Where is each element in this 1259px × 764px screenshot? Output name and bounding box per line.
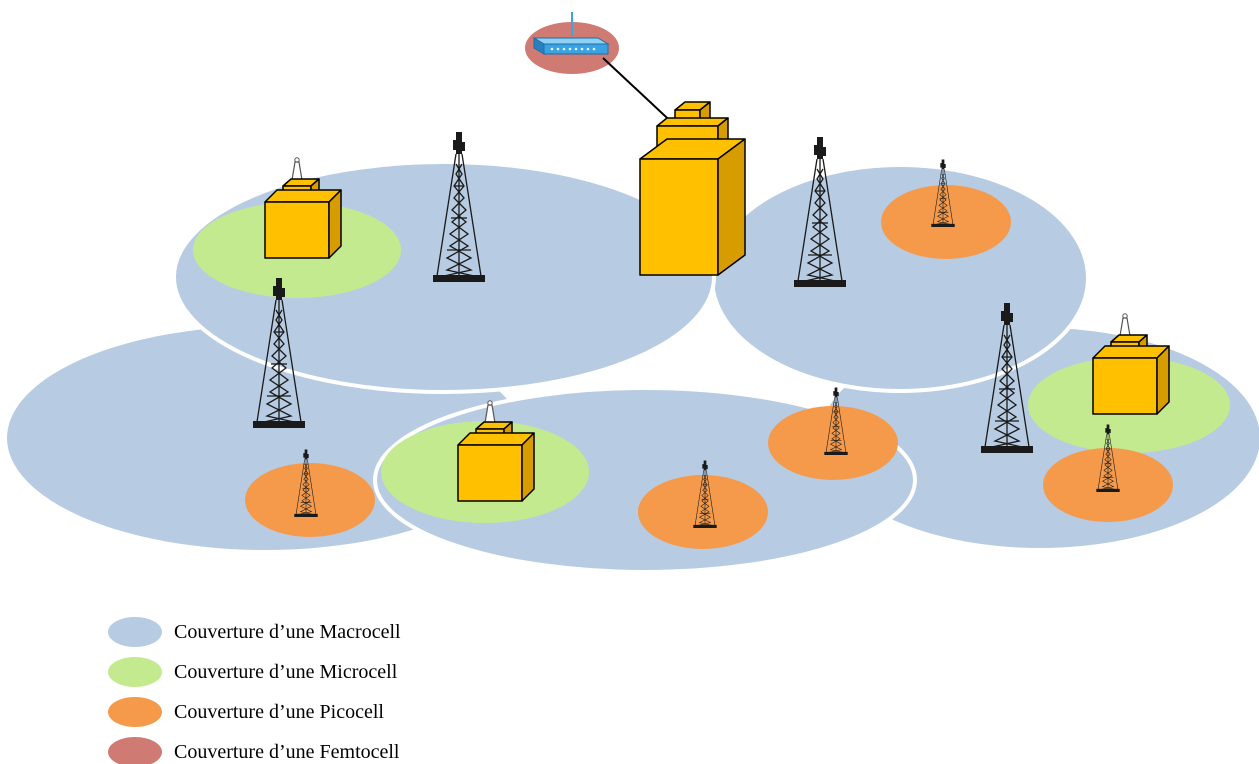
legend-label: Couverture d’une Picocell [174,700,384,723]
legend: Couverture d’une Macrocell Couverture d’… [108,612,401,764]
diagram-canvas [7,12,1259,574]
microcell-swatch [108,657,162,687]
femtocell-swatch [108,737,162,764]
building-icon [1092,313,1170,415]
macrocell-swatch [108,617,162,647]
legend-item-microcell: Couverture d’une Microcell [108,652,401,692]
legend-item-macrocell: Couverture d’une Macrocell [108,612,401,652]
building-icon [639,101,746,276]
legend-label: Couverture d’une Microcell [174,660,398,683]
legend-label: Couverture d’une Femtocell [174,740,400,763]
legend-item-picocell: Couverture d’une Picocell [108,692,401,732]
legend-label: Couverture d’une Macrocell [174,620,401,643]
picocell-swatch [108,697,162,727]
legend-item-femtocell: Couverture d’une Femtocell [108,732,401,764]
router-icon [532,12,610,55]
